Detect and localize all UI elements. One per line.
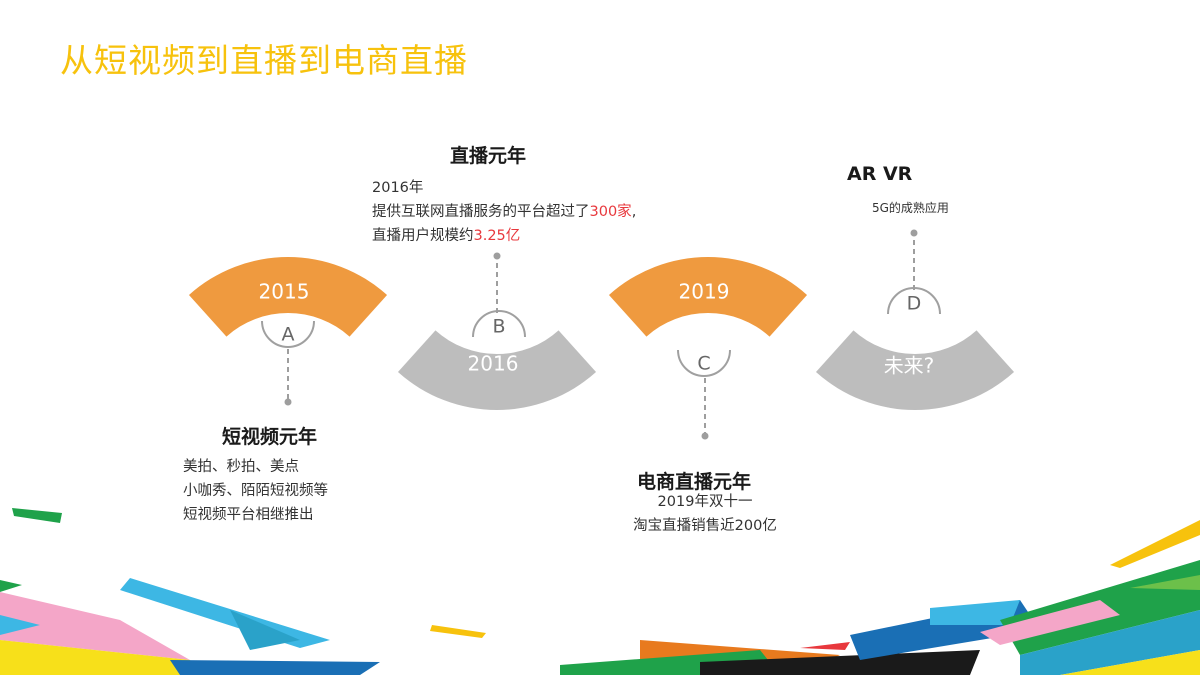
timeline-segment bbox=[608, 257, 808, 337]
milestone-b-user-count: 3.25亿 bbox=[473, 228, 521, 244]
milestone-c-line: 2019年双十一 bbox=[657, 494, 753, 510]
connector-dot bbox=[910, 229, 918, 237]
milestone-b-line2-suffix: , bbox=[631, 204, 637, 220]
timeline-segment bbox=[397, 330, 597, 410]
marker-letter: C bbox=[697, 353, 710, 375]
marker-letter: A bbox=[282, 324, 295, 346]
milestone-d-text: 5G的成熟应用 bbox=[872, 196, 949, 220]
milestone-b-platform-count: 300家 bbox=[589, 204, 632, 220]
milestone-b-line3-text: 直播用户规模约 bbox=[372, 228, 474, 244]
milestone-d-heading: AR VR bbox=[847, 163, 913, 185]
timeline-year-label: 2019 bbox=[679, 280, 730, 304]
milestone-c-heading: 电商直播元年 bbox=[637, 471, 752, 493]
connector-dot bbox=[493, 252, 501, 260]
milestone-a-heading: 短视频元年 bbox=[222, 426, 318, 448]
milestone-b-text: 2016年 提供互联网直播服务的平台超过了300家, 直播用户规模约3.25亿 bbox=[372, 176, 636, 248]
milestone-b-line: 提供互联网直播服务的平台超过了300家, bbox=[372, 200, 636, 224]
milestone-b-line: 2016年 bbox=[372, 180, 424, 196]
timeline-segment bbox=[188, 257, 388, 337]
milestone-b-heading: 直播元年 bbox=[450, 145, 527, 167]
milestone-a-text: 美拍、秒拍、美点 小咖秀、陌陌短视频等 短视频平台相继推出 bbox=[183, 455, 328, 527]
marker-arc bbox=[677, 349, 731, 377]
milestone-c-line: 淘宝直播销售近200亿 bbox=[633, 518, 777, 534]
milestone-a-line: 小咖秀、陌陌短视频等 bbox=[183, 483, 328, 499]
marker-arc bbox=[472, 310, 526, 338]
timeline-year-label: 2016 bbox=[468, 352, 519, 376]
milestone-b-line: 直播用户规模约3.25亿 bbox=[372, 224, 636, 248]
milestone-a-line: 美拍、秒拍、美点 bbox=[183, 459, 299, 475]
marker-letter: B bbox=[492, 316, 505, 338]
connector-dot bbox=[284, 398, 292, 406]
marker-arc bbox=[261, 320, 315, 348]
milestone-c-text: 2019年双十一 淘宝直播销售近200亿 bbox=[610, 490, 800, 538]
milestone-a-line: 短视频平台相继推出 bbox=[183, 507, 314, 523]
milestone-b-line2-text: 提供互联网直播服务的平台超过了 bbox=[372, 204, 590, 220]
marker-letter: D bbox=[907, 293, 922, 315]
page-title: 从短视频到直播到电商直播 bbox=[60, 41, 468, 80]
connector-dot bbox=[701, 432, 709, 440]
timeline-year-label: 未来? bbox=[884, 354, 935, 378]
timeline-segment bbox=[815, 330, 1015, 410]
decorative-shards bbox=[0, 508, 1200, 675]
timeline-year-label: 2015 bbox=[259, 280, 310, 304]
milestone-d-line: 5G的成熟应用 bbox=[872, 201, 949, 215]
